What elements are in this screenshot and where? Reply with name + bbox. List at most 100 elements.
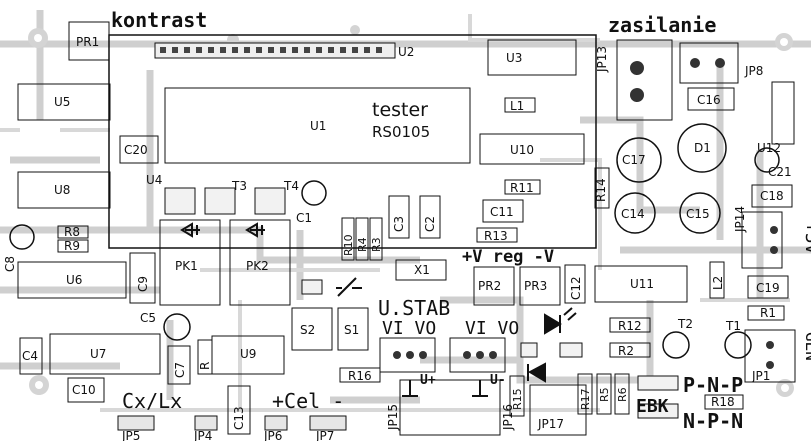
- designator-r1: R1: [760, 306, 776, 320]
- label-gen: GEN: [802, 332, 811, 361]
- chip-u10: [479, 133, 585, 165]
- resistor-r13: [476, 227, 518, 243]
- cap-c8: [9, 224, 35, 250]
- connector-5v: [741, 211, 783, 269]
- switch-s1: [337, 307, 369, 351]
- resistor-r1: [747, 305, 785, 321]
- designator-r16: R16: [348, 369, 372, 383]
- designator-r10: R10: [342, 234, 355, 256]
- resistor-r6: [614, 373, 630, 415]
- designator-s1: S1: [344, 323, 359, 337]
- designator-c19: C19: [756, 281, 780, 295]
- cap-c11: [482, 199, 524, 223]
- designator-u12: U12: [757, 141, 781, 155]
- resistor-r17: [577, 373, 593, 415]
- socket-npn: [637, 403, 679, 419]
- designator-jp16: JP16: [501, 404, 515, 431]
- designator-r12: R12: [618, 319, 642, 333]
- header-jp4: [194, 415, 218, 431]
- designator-l2: L2: [711, 276, 725, 290]
- designator-c4: C4: [22, 349, 38, 363]
- designator-c7: C7: [173, 362, 187, 378]
- designator-pr1: PR1: [76, 35, 99, 49]
- designator-jp6: JP6: [263, 429, 282, 441]
- designator-c13: C13: [232, 406, 246, 430]
- designator-r13: R13: [484, 229, 508, 243]
- resistor-r: [197, 339, 213, 375]
- designator-pk1: PK1: [175, 259, 198, 273]
- label-pnp: P-N-P: [683, 373, 743, 397]
- designator-r15: R15: [511, 388, 524, 410]
- label-vi-vo-left: VI VO: [382, 318, 436, 339]
- designator-x1: X1: [414, 263, 430, 277]
- designator-t3: T3: [231, 179, 247, 193]
- transistor-t2: [662, 331, 690, 359]
- designator-jp5: JP5: [121, 429, 140, 441]
- transistor-t1: [724, 331, 752, 359]
- designator-r18: R18: [711, 395, 735, 409]
- label-cel: +Cel -: [272, 389, 344, 413]
- cap-c19: [747, 275, 789, 299]
- switch-symbol-slash: [337, 277, 357, 297]
- designator-s2: S2: [300, 323, 315, 337]
- diode-d1: [677, 123, 727, 173]
- designator-jp17: JP17: [537, 417, 564, 431]
- designator-u6: U6: [66, 273, 82, 287]
- resistor-r8: [57, 225, 89, 239]
- resistor-r11: [504, 179, 541, 195]
- designator-r14: R14: [594, 178, 608, 202]
- designator-c14: C14: [621, 207, 645, 221]
- trimmer-pr2: [473, 266, 515, 306]
- designator-c10: C10: [72, 383, 96, 397]
- chip-u5: [17, 83, 111, 121]
- resistor-r16: [339, 367, 381, 383]
- designator-u8: U8: [54, 183, 70, 197]
- resistor-r2: [609, 342, 651, 358]
- designator-u7: U7: [90, 347, 106, 361]
- cap-c4: [19, 337, 43, 375]
- label-plus-5v: +5V: [801, 222, 811, 255]
- resistor-r10: [341, 217, 355, 261]
- cap-c12: [564, 264, 586, 304]
- designator-jp7: JP7: [315, 429, 334, 441]
- connector-jp17: [529, 384, 587, 436]
- designator-r6: R6: [616, 387, 629, 402]
- cap-c13: [227, 385, 251, 435]
- u-plus-ground: [402, 380, 418, 397]
- designator-c20: C20: [124, 143, 148, 157]
- designator-r17: R17: [579, 388, 592, 410]
- designator-u10: U10: [510, 143, 534, 157]
- chip-u12: [771, 81, 795, 145]
- pad-led: [559, 342, 583, 358]
- designator-c16: C16: [697, 93, 721, 107]
- designator-r11: R11: [510, 181, 534, 195]
- resistor-r14: [594, 167, 610, 209]
- chip-u1: [164, 87, 471, 164]
- designator-u1: U1: [310, 119, 326, 133]
- cap-c20: [119, 135, 159, 164]
- connector-jp13: [616, 39, 673, 121]
- trimmer-pr1: [68, 21, 110, 61]
- cap-c5: [163, 313, 191, 341]
- label-u-plus: U+: [420, 373, 436, 388]
- designator-c17: C17: [622, 153, 646, 167]
- connector-jp8: [679, 42, 739, 84]
- cap-c10: [67, 377, 105, 403]
- label-ebk: EBK: [636, 396, 669, 417]
- designator-t1: T1: [725, 319, 741, 333]
- cap-c3: [388, 195, 410, 239]
- designator-c2: C2: [423, 216, 437, 232]
- led-symbol: [544, 313, 562, 335]
- header-jp7: [309, 415, 347, 431]
- regulator-right: [449, 337, 506, 373]
- designator-r8: R8: [64, 225, 80, 239]
- cap-c15: [679, 192, 721, 234]
- label-u-stab: U.STAB: [378, 296, 450, 320]
- designator-u3: U3: [506, 51, 522, 65]
- cap-c21: [754, 147, 780, 173]
- label-zasilanie: zasilanie: [608, 13, 716, 37]
- inductor-l1: [504, 97, 536, 113]
- designator-l1: L1: [510, 99, 524, 113]
